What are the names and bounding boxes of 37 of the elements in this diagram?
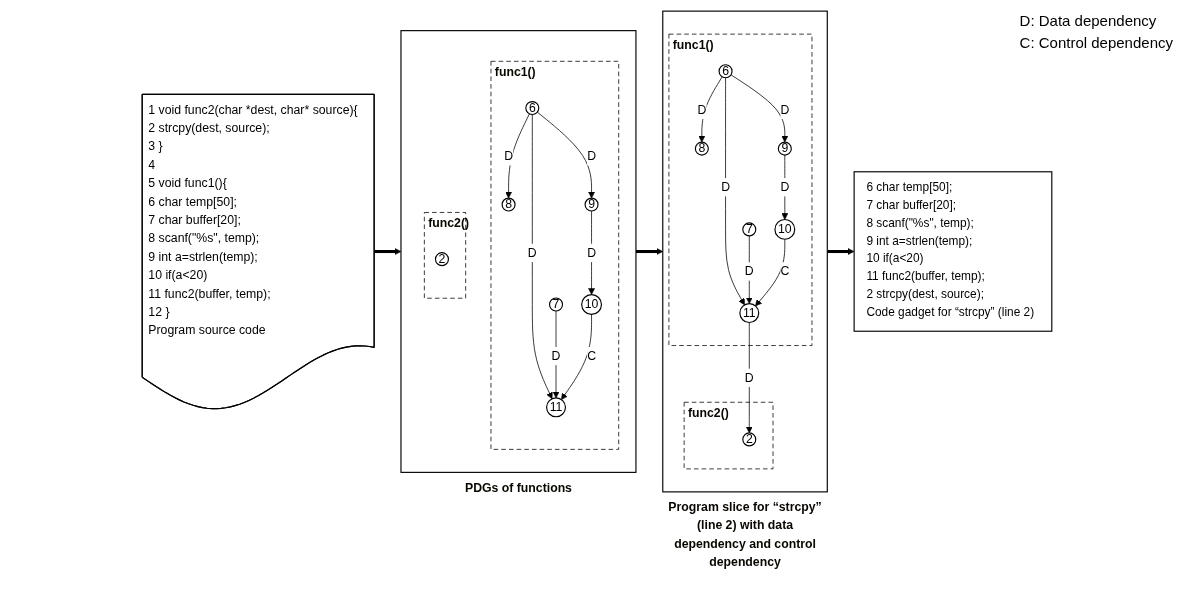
node-circle: 8 bbox=[501, 197, 516, 212]
node-circle: 11 bbox=[738, 303, 759, 324]
node-circle: 8 bbox=[694, 141, 709, 156]
edge-label: D bbox=[720, 180, 730, 194]
arrow bbox=[635, 248, 663, 255]
edge-label: D bbox=[744, 370, 754, 384]
edge-label: D bbox=[527, 245, 537, 259]
cluster bbox=[399, 30, 637, 473]
edge-label: C bbox=[779, 264, 789, 278]
edge-label: C bbox=[586, 349, 596, 363]
node-circle: 9 bbox=[777, 141, 792, 156]
legend-note: D: Data dependency bbox=[1019, 11, 1158, 31]
node-label: PDGs of functions bbox=[464, 480, 572, 494]
node-box: 6 char temp[50]; 7 char buffer[20]; 8 scanf("%s", temp); 9 int a=strlen(temp); 10 if(a<20) 11 func2(buffer, temp); 2 strcpy(dest, source); Code gadget for “strcpy” (line 2) bbox=[853, 171, 1052, 332]
node-circle: 11 bbox=[545, 397, 566, 418]
edge-label: D bbox=[779, 103, 789, 117]
node-label: Program slice for “strcpy” (line 2) with data dependency and control dependency bbox=[667, 500, 822, 569]
node-circle: 2 bbox=[434, 252, 449, 267]
cluster bbox=[661, 10, 828, 493]
legend-note: C: Control dependency bbox=[1019, 33, 1173, 53]
node-circle: 6 bbox=[524, 100, 539, 116]
edge-label: D bbox=[551, 349, 560, 363]
arrow bbox=[373, 248, 401, 255]
node-circle: 7 bbox=[741, 222, 756, 237]
edge-label: D bbox=[779, 180, 789, 194]
edge-label: D bbox=[586, 149, 596, 163]
node-circle: 6 bbox=[718, 64, 733, 79]
node-circle: 10 bbox=[580, 294, 602, 315]
edge-label: D bbox=[503, 149, 513, 163]
node-circle: 10 bbox=[773, 218, 795, 240]
arrow bbox=[826, 248, 854, 255]
edge-label: D bbox=[696, 103, 706, 117]
edge-label: D bbox=[586, 245, 596, 259]
edge-label: D bbox=[744, 264, 754, 278]
node-circle: 7 bbox=[548, 297, 563, 312]
node-circle: 9 bbox=[584, 197, 599, 212]
node-circle: 2 bbox=[741, 432, 756, 447]
